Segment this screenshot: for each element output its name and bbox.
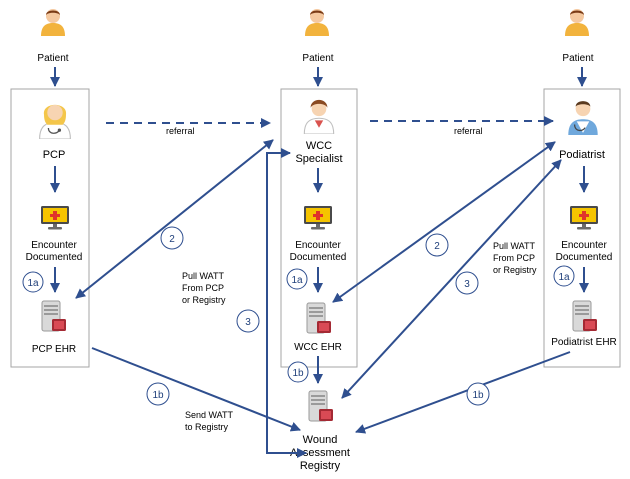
- registry-label-line3: Registry: [300, 460, 341, 472]
- patient-icon: [305, 9, 329, 36]
- step-3-podiatrist: 3: [455, 271, 479, 295]
- wcc-label-line2: Specialist: [295, 153, 342, 165]
- pull-right-line2: From PCP: [493, 253, 535, 263]
- monitor-icon: [304, 206, 332, 230]
- send-watt-podiatrist-arrow: [355, 351, 571, 434]
- step-1a-wcc: 1a: [286, 268, 308, 290]
- podiatrist-encounter-line2: Documented: [556, 252, 613, 263]
- pull-mid-line2: From PCP: [182, 283, 224, 293]
- referral-left-label: referral: [166, 126, 195, 136]
- podiatrist-label: Podiatrist: [559, 149, 605, 161]
- podiatrist-ehr-label: Podiatrist EHR: [551, 337, 617, 348]
- registry-label-line1: Wound: [303, 434, 338, 446]
- patient-label-middle: Patient: [302, 53, 333, 64]
- wcc-doctor-icon: [303, 99, 335, 134]
- step-1b-podiatrist: 1b: [466, 382, 490, 406]
- svg-text:3: 3: [245, 317, 251, 328]
- step-1b-wcc: 1b: [287, 361, 309, 383]
- step-2-pcp: 2: [160, 226, 184, 250]
- pcp-encounter-line2: Documented: [26, 252, 83, 263]
- podiatrist-doctor-icon: [567, 100, 599, 135]
- pull-right-line1: Pull WATT: [493, 241, 536, 251]
- server-icon: [306, 302, 332, 334]
- svg-text:3: 3: [464, 279, 470, 290]
- monitor-icon: [41, 206, 69, 230]
- svg-text:1a: 1a: [291, 275, 303, 286]
- svg-text:2: 2: [434, 241, 440, 252]
- patient-label-right: Patient: [562, 53, 593, 64]
- patient-icon: [565, 9, 589, 36]
- svg-text:1a: 1a: [27, 278, 39, 289]
- patient-label-left: Patient: [37, 53, 68, 64]
- pull-watt-registry-podiatrist-arrow: [341, 159, 562, 399]
- pcp-ehr-label: PCP EHR: [32, 344, 76, 355]
- svg-text:1b: 1b: [292, 368, 304, 379]
- step-1b-pcp: 1b: [146, 382, 170, 406]
- pull-watt-pcp-arrow: [75, 139, 274, 299]
- registry-server-icon: [308, 390, 334, 422]
- svg-text:1b: 1b: [152, 390, 164, 401]
- pcp-encounter-line1: Encounter: [31, 240, 77, 251]
- svg-text:2: 2: [169, 234, 175, 245]
- svg-text:1a: 1a: [558, 272, 570, 283]
- wcc-encounter-line2: Documented: [290, 252, 347, 263]
- patient-icon: [41, 9, 65, 36]
- pull-mid-line3: or Registry: [182, 295, 226, 305]
- monitor-icon: [570, 206, 598, 230]
- pull-right-line3: or Registry: [493, 265, 537, 275]
- send-line2: to Registry: [185, 422, 229, 432]
- wcc-ehr-label: WCC EHR: [294, 342, 342, 353]
- step-1a-podiatrist: 1a: [553, 265, 575, 287]
- wcc-encounter-line1: Encounter: [295, 240, 341, 251]
- pull-mid-line1: Pull WATT: [182, 271, 225, 281]
- svg-text:1b: 1b: [472, 390, 484, 401]
- server-icon: [572, 300, 598, 332]
- pull-watt-wcc-arrow: [332, 141, 556, 303]
- referral-right-label: referral: [454, 126, 483, 136]
- step-3-wcc: 3: [236, 309, 260, 333]
- pull-watt-registry-wcc-arrow: [266, 148, 307, 458]
- wcc-label-line1: WCC: [306, 140, 332, 152]
- server-icon: [41, 300, 67, 332]
- podiatrist-encounter-line1: Encounter: [561, 240, 607, 251]
- step-1a-pcp: 1a: [22, 271, 44, 293]
- pcp-doctor-icon: [38, 104, 72, 139]
- send-line1: Send WATT: [185, 410, 234, 420]
- step-2-wcc: 2: [425, 233, 449, 257]
- send-watt-pcp-arrow: [91, 347, 301, 432]
- pcp-label: PCP: [43, 149, 66, 161]
